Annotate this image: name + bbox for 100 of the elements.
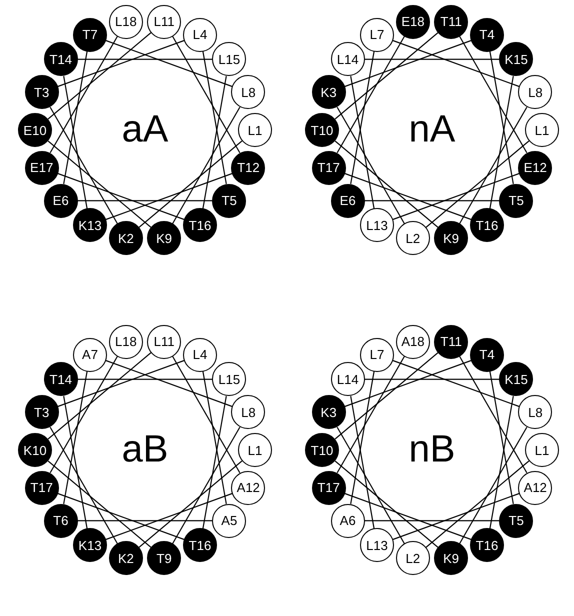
connector-line	[426, 140, 530, 228]
connector-line	[489, 396, 514, 529]
residue-circle: K3	[312, 395, 346, 430]
residue-circle: K2	[108, 541, 143, 576]
connector-line	[364, 378, 500, 380]
residue-circle: L8	[518, 75, 552, 110]
connector-line	[334, 352, 438, 440]
residue-circle: L7	[360, 18, 394, 52]
residue-circle: T6	[44, 504, 78, 538]
residue-circle: L18	[108, 324, 143, 359]
residue-circle: L11	[147, 4, 182, 39]
residue-circle: T5	[499, 504, 534, 538]
connector-line	[344, 172, 472, 220]
residue-circle: L2	[396, 221, 430, 256]
residue-circle: T5	[499, 184, 534, 218]
residue-circle: K9	[147, 221, 182, 256]
connector-line	[138, 460, 242, 548]
residue-circle: T17	[312, 470, 346, 505]
connector-line	[459, 426, 528, 544]
residue-circle: K9	[434, 541, 468, 576]
residue-circle: T4	[470, 338, 504, 372]
connector-line	[334, 140, 438, 228]
residue-circle: L13	[360, 208, 394, 242]
connector-line	[63, 76, 88, 209]
connector-line	[172, 36, 240, 154]
connector-line	[459, 356, 528, 474]
connector-line	[78, 200, 212, 202]
connector-line	[364, 58, 500, 60]
residue-circle: A6	[330, 504, 365, 538]
residue-circle: A5	[212, 504, 246, 538]
wheel-label: nB	[408, 428, 456, 472]
connector-line	[364, 520, 500, 522]
connector-line	[63, 371, 88, 504]
residue-circle: K15	[499, 362, 534, 396]
residue-circle: E17	[24, 150, 59, 185]
connector-line	[57, 40, 184, 88]
connector-line	[350, 51, 375, 184]
connector-line	[336, 356, 405, 474]
residue-circle: E6	[44, 184, 78, 218]
connector-line	[172, 426, 240, 544]
connector-line	[489, 76, 514, 209]
connector-line	[392, 492, 520, 540]
residue-circle: K15	[499, 42, 534, 76]
connector-line	[78, 520, 212, 522]
residue-circle: E12	[518, 150, 552, 185]
connector-line	[344, 360, 472, 408]
residue-circle: E18	[396, 4, 430, 39]
connector-line	[202, 396, 227, 529]
residue-circle: K13	[73, 528, 107, 562]
residue-circle: K13	[73, 208, 107, 242]
connector-line	[344, 492, 472, 540]
connector-line	[392, 360, 520, 408]
residue-circle: L4	[183, 18, 217, 52]
connector-line	[350, 396, 375, 529]
residue-circle: T17	[24, 470, 59, 505]
residue-circle: L1	[525, 113, 559, 147]
connector-line	[106, 360, 233, 408]
connector-line	[489, 51, 514, 184]
residue-circle: T11	[434, 4, 468, 39]
residue-circle: A12	[518, 470, 552, 505]
connector-line	[426, 460, 530, 548]
connector-line	[350, 371, 375, 504]
connector-line	[57, 360, 184, 408]
residue-circle: L8	[231, 75, 266, 110]
residue-circle: L15	[212, 362, 246, 396]
residue-circle: L7	[360, 338, 394, 372]
residue-circle: E10	[18, 113, 52, 147]
connector-line	[106, 172, 233, 220]
connector-line	[336, 426, 405, 544]
connector-line	[336, 36, 405, 154]
connector-line	[172, 106, 240, 224]
wheel-label: aB	[122, 428, 168, 472]
residue-circle: L18	[108, 4, 143, 39]
residue-circle: T7	[73, 18, 107, 52]
residue-circle: T14	[44, 362, 78, 396]
residue-circle: L2	[396, 541, 430, 576]
connector-line	[57, 492, 184, 540]
connector-line	[50, 36, 118, 154]
connector-line	[63, 51, 88, 184]
residue-circle: T10	[305, 433, 339, 467]
residue-circle: K9	[434, 221, 468, 256]
residue-circle: L1	[238, 433, 272, 467]
residue-circle: K10	[18, 433, 52, 467]
residue-circle: L14	[330, 42, 365, 76]
residue-circle: L13	[360, 528, 394, 562]
connector-line	[50, 106, 118, 224]
residue-circle: T16	[470, 208, 504, 242]
connector-line	[48, 352, 152, 440]
residue-circle: E6	[330, 184, 365, 218]
connector-line	[350, 76, 375, 209]
connector-line	[78, 58, 212, 60]
connector-line	[138, 140, 242, 228]
residue-circle: T10	[305, 113, 339, 147]
residue-circle: A7	[73, 338, 107, 372]
connector-line	[489, 371, 514, 504]
residue-circle: K2	[108, 221, 143, 256]
residue-circle: L4	[183, 338, 217, 372]
connector-line	[48, 140, 152, 228]
connector-line	[334, 460, 438, 548]
residue-circle: T11	[434, 324, 468, 359]
